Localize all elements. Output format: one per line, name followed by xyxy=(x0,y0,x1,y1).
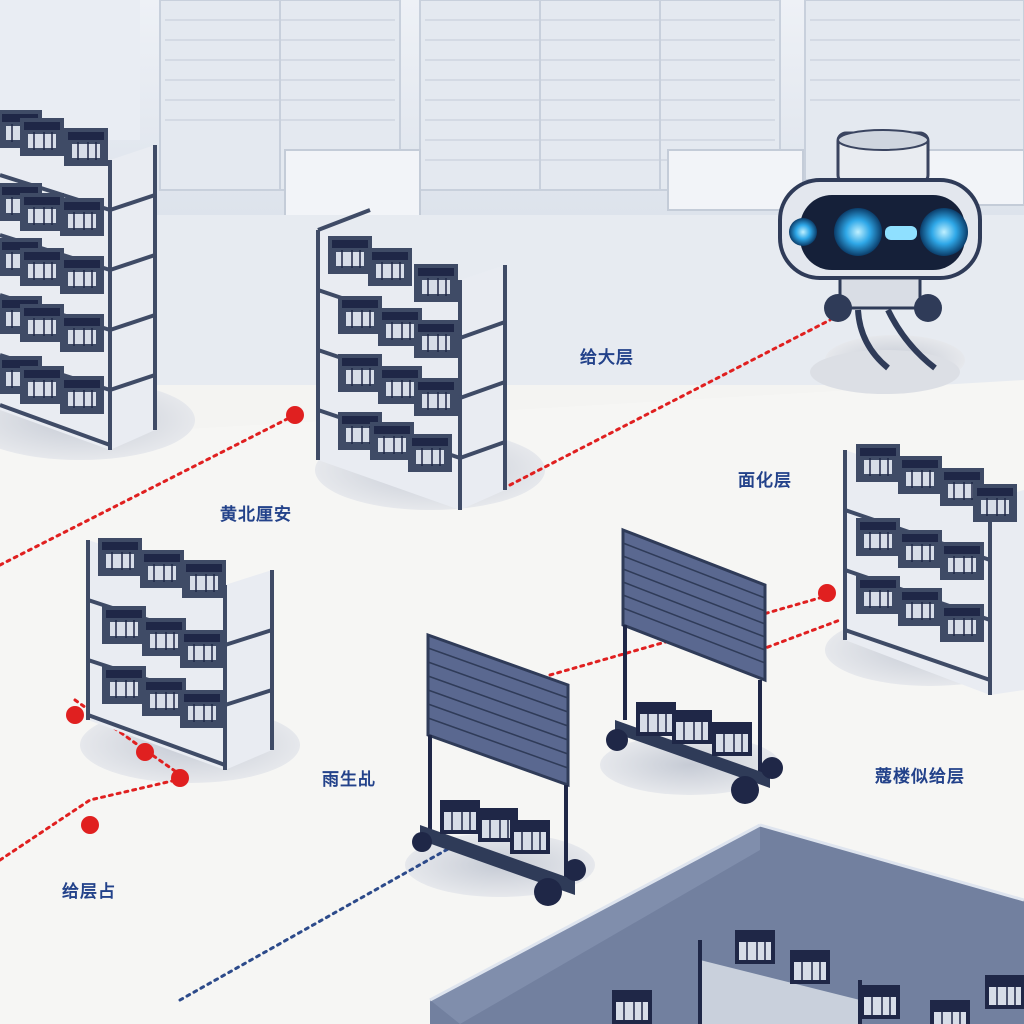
shelf-rack-2 xyxy=(316,208,507,510)
zone-label-1: 给大层 xyxy=(580,348,634,368)
shelf-rack-1 xyxy=(0,110,157,450)
back-wall xyxy=(0,0,1024,385)
shutter-cart-2 xyxy=(606,527,783,804)
zone-label-5: 蔻楼似给层 xyxy=(875,767,965,787)
glass-enclosure xyxy=(429,823,1024,1024)
enclosure-shelves xyxy=(611,929,1024,1024)
route-waypoints xyxy=(66,406,836,834)
zone-label-6: 给层占 xyxy=(62,882,116,902)
zone-label-2: 黄北厘安 xyxy=(220,505,292,525)
warehouse-robot-icon xyxy=(778,129,982,394)
zone-label-3: 面化层 xyxy=(738,471,792,491)
shelf-rack-4 xyxy=(843,444,1024,695)
zone-label-4: 雨生乩 xyxy=(322,770,376,790)
route-lines xyxy=(0,318,842,1002)
shutter-cart-1 xyxy=(412,632,586,906)
shelf-rack-3 xyxy=(86,538,274,770)
